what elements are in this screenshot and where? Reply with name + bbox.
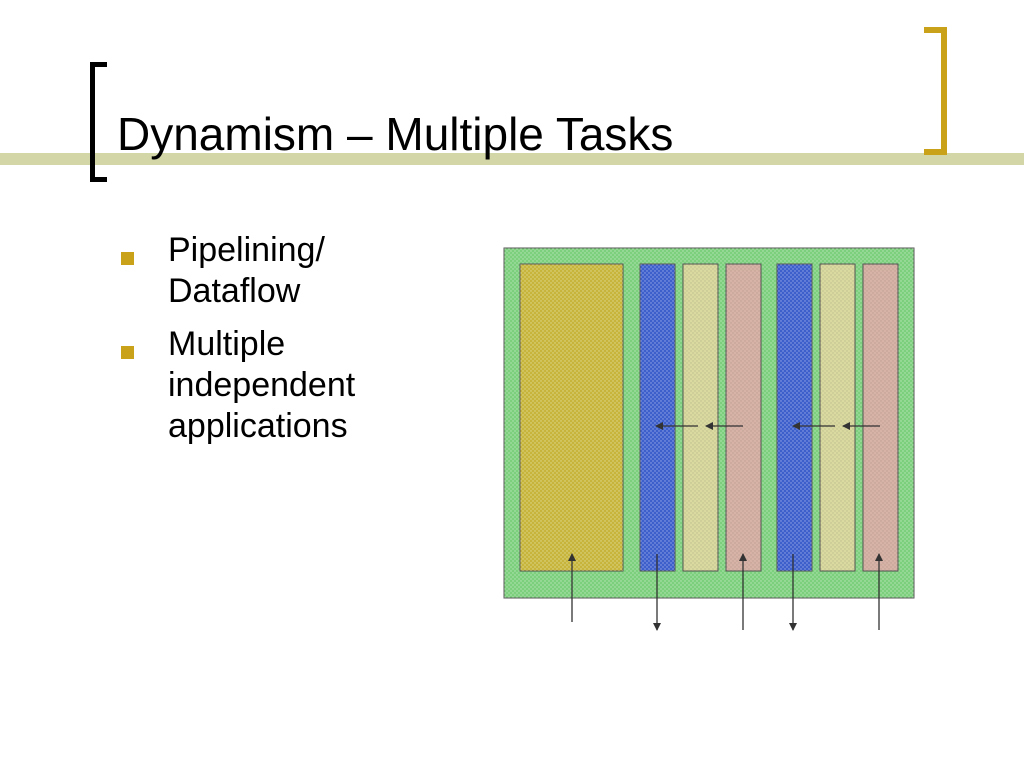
bullet-line: Multiple: [168, 325, 286, 363]
blue-column-1: [639, 263, 676, 572]
pink-column-1: [725, 263, 762, 572]
bullet-text: Multiple independent applications: [168, 324, 488, 447]
bullet-line: independent: [168, 366, 356, 404]
io-arrows: [568, 553, 883, 631]
bullet-item-pipelining: Pipelining/ Dataflow: [118, 230, 488, 312]
bullet-line: applications: [168, 407, 348, 445]
yellow-column-1: [682, 263, 719, 572]
slide-title: Dynamism – Multiple Tasks: [117, 108, 674, 160]
bullet-list: Pipelining/ Dataflow Multiple independen…: [118, 230, 488, 459]
right-bracket-decoration: [924, 27, 947, 155]
blue-column-2: [776, 263, 813, 572]
bullet-item-multiple-applications: Multiple independent applications: [118, 324, 488, 447]
bullet-line: Pipelining/: [168, 231, 325, 269]
title-accent-band: [0, 153, 1024, 165]
yellow-column-2: [819, 263, 856, 572]
square-bullet-icon: [121, 252, 134, 265]
left-bracket-decoration: [90, 62, 107, 182]
square-bullet-icon: [121, 346, 134, 359]
bullet-line: Dataflow: [168, 272, 301, 310]
fpga-task-diagram: [503, 247, 915, 631]
bullet-text: Pipelining/ Dataflow: [168, 230, 488, 312]
large-block: [519, 263, 624, 572]
pink-column-2: [862, 263, 899, 572]
